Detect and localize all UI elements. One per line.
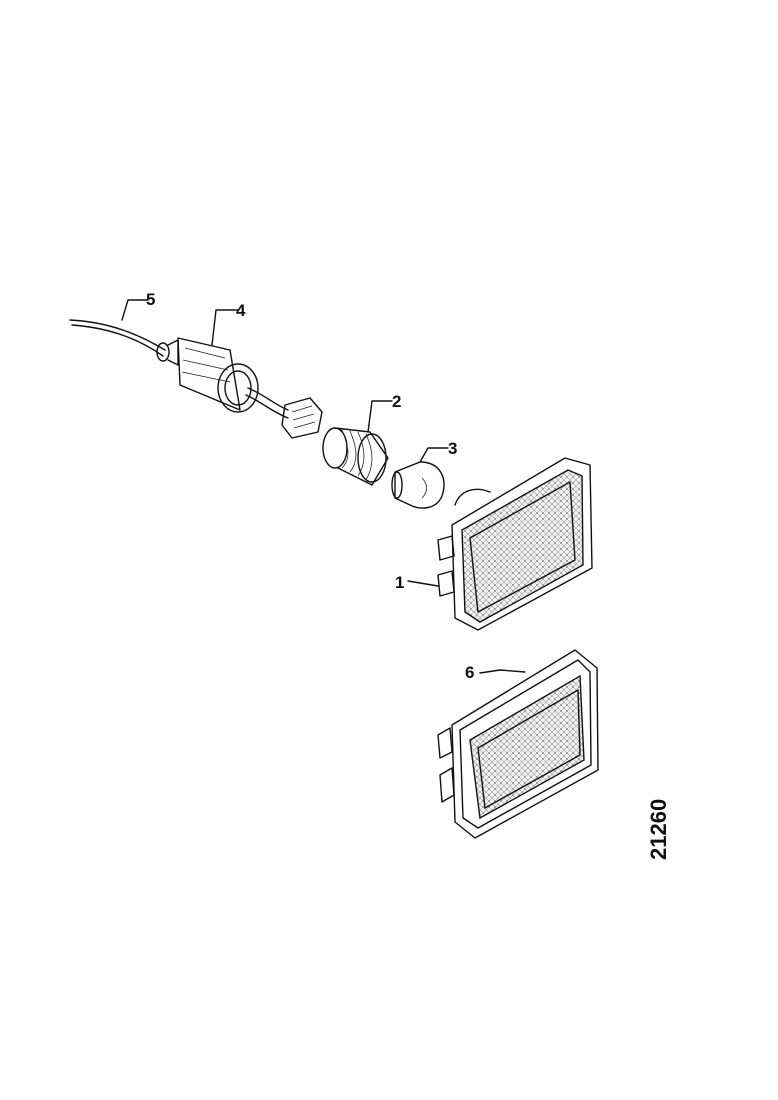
callout-3: 3	[448, 439, 457, 458]
bulb-socket-part-2	[322, 427, 389, 486]
side-marker-lamp-part-1	[437, 457, 593, 631]
wire-plug	[281, 397, 323, 439]
leader-4	[211, 309, 239, 346]
lamp-lens-part-6	[437, 649, 599, 839]
wire-part-5	[69, 319, 166, 357]
leader-lines	[121, 299, 526, 674]
callout-6: 6	[465, 663, 474, 682]
plug-wires	[245, 387, 289, 419]
callout-2: 2	[392, 392, 401, 411]
figure-number: 21260	[646, 799, 671, 860]
callout-4: 4	[236, 301, 246, 320]
leader-3	[419, 447, 449, 463]
leader-6	[479, 669, 526, 674]
leader-1	[407, 580, 439, 587]
leader-2	[367, 400, 393, 433]
bulb-part-3	[391, 461, 445, 509]
callout-5: 5	[146, 290, 155, 309]
leader-5	[121, 299, 149, 321]
callout-1: 1	[395, 573, 404, 592]
connector-housing-part-4	[156, 337, 259, 413]
